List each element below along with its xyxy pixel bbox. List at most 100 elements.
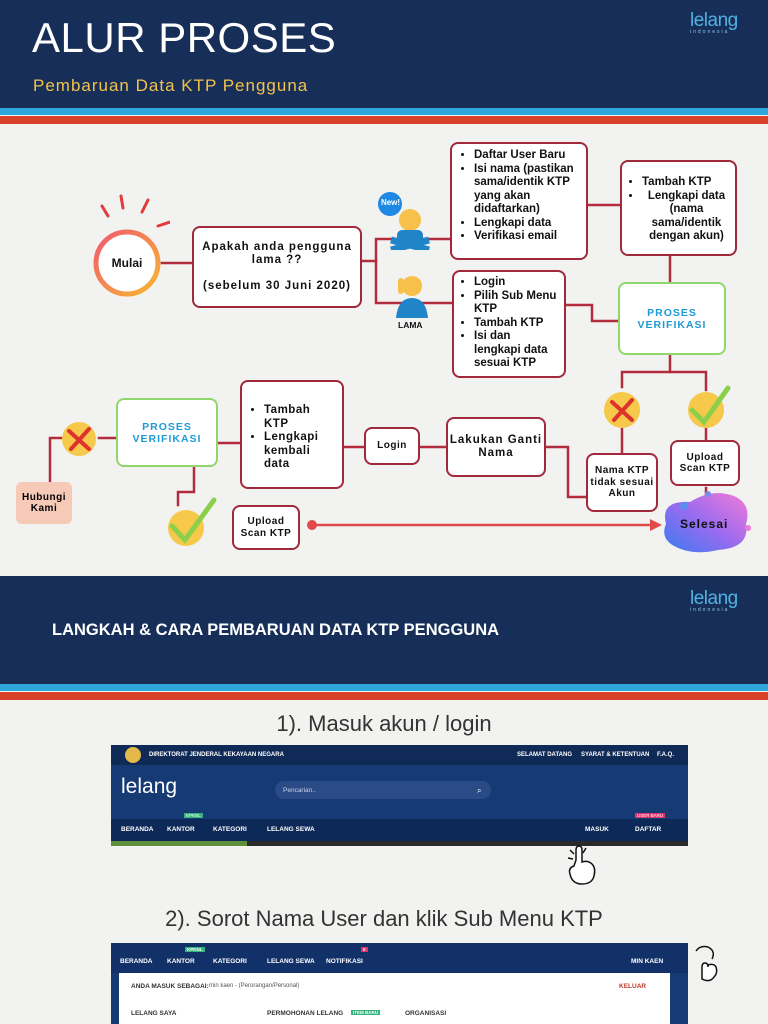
shot2-nav-item[interactable]: LELANG SEWA <box>267 958 315 965</box>
screenshot-ktp-menu: BERANDA KANTOR KATEGORI LELANG SEWA NOTI… <box>111 943 688 1024</box>
logo-subtext: indonesia <box>690 29 730 35</box>
shot1-bottom-strip <box>111 841 247 846</box>
shot1-daftar-button[interactable]: DAFTAR <box>635 826 662 833</box>
shot1-nav-item[interactable]: BERANDA <box>121 826 154 833</box>
question-text: Apakah anda pengguna lama ?? <box>202 240 352 267</box>
shot2-login-as-label: ANDA MASUK SEBAGAI: <box>131 983 209 990</box>
shot1-badge-daftar: USER BARU <box>635 813 666 818</box>
shot1-nav: BERANDA KANTOR KATEGORI LELANG SEWA MASU… <box>111 819 688 841</box>
finish-blob <box>664 491 751 553</box>
shot2-badge-notif: 0 <box>361 947 368 952</box>
shot1-nav-item[interactable]: KANTOR <box>167 826 195 833</box>
new-badge: New! <box>380 198 401 207</box>
shot1-masuk-button[interactable]: MASUK <box>585 826 609 833</box>
old-step-item: Tambah KTP <box>474 317 560 331</box>
new-user-steps-box: Daftar User Baru Isi nama (pastikan sama… <box>450 142 588 260</box>
upload-box-2: Upload Scan KTP <box>232 505 300 550</box>
shot2-row-item[interactable]: PERMOHONAN LELANG <box>267 1010 344 1017</box>
old-step-item: Isi dan lengkapi data sesuai KTP <box>474 330 560 371</box>
shot2-logout-button[interactable]: KELUAR <box>619 983 647 990</box>
shot1-badge-kantor: KPKNL <box>184 813 203 818</box>
page-title: ALUR PROSES <box>32 14 337 61</box>
new-ktp-step-item: Lengkapi data (nama sama/identik dengan … <box>642 190 731 244</box>
verify-box-1: PROSES VERIFIKASI <box>618 282 726 355</box>
start-label: Mulai <box>111 256 143 270</box>
approve-icon-2 <box>168 497 217 546</box>
shot1-topbar: DIREKTORAT JENDERAL KEKAYAAN NEGARA SELA… <box>111 745 688 765</box>
question-note: (sebelum 30 Juni 2020) <box>203 279 351 292</box>
shot1-logo: lelang <box>121 775 178 798</box>
logo-text: lelang <box>690 10 738 31</box>
contact-label: Hubungi Kami <box>16 482 72 524</box>
step2-heading: 2). Sorot Nama User dan klik Sub Menu KT… <box>165 906 603 931</box>
new-ktp-steps-box: Tambah KTP Lengkapi data (nama sama/iden… <box>620 160 737 256</box>
shot2-badge-kantor: KPKNL <box>185 947 205 952</box>
finish-label: Selesai <box>680 517 729 531</box>
step1-heading: 1). Masuk akun / login <box>276 711 492 736</box>
verify-box-2: PROSES VERIFIKASI <box>116 398 218 467</box>
hand-pointer-icon <box>567 845 596 885</box>
shot1-link[interactable]: SYARAT & KETENTUAN <box>581 752 650 758</box>
question-box: Apakah anda pengguna lama ?? (sebelum 30… <box>192 226 362 308</box>
lelang-logo: lelang indonesia <box>690 10 738 35</box>
shot2-nav-item[interactable]: KANTOR <box>167 958 195 965</box>
new-step-item: Lengkapi data <box>474 217 580 231</box>
shot1-nav-item[interactable]: KATEGORI <box>213 826 247 833</box>
shot2-row-item[interactable]: LELANG SAYA <box>131 1010 177 1017</box>
add-ktp-item: Tambah KTP <box>264 404 338 431</box>
logo-text: lelang <box>690 588 738 609</box>
shot2-login-as-value: min kaen - (Perorangan/Personal) <box>209 983 300 989</box>
shot2-nav-item[interactable]: KATEGORI <box>213 958 247 965</box>
mismatch-box: Nama KTP tidak sesuai Akun <box>586 453 658 512</box>
hand-pointer-icon-2 <box>695 945 718 982</box>
shot1-search-icon[interactable]: ⌕ <box>477 786 482 795</box>
shot1-seal-icon <box>125 747 141 763</box>
reject-icon <box>604 392 640 428</box>
header-banner <box>0 0 768 108</box>
new-step-item: Isi nama (pastikan sama/identik KTP yang… <box>474 163 580 217</box>
section2-stripe-blue <box>0 684 768 691</box>
shot1-link[interactable]: SELAMAT DATANG <box>517 752 572 758</box>
old-step-item: Login <box>474 276 560 290</box>
add-ktp-item: Lengkapi kembali data <box>264 431 338 472</box>
section2-title: LANGKAH & CARA PEMBARUAN DATA KTP PENGGU… <box>52 621 500 639</box>
add-ktp-list: Tambah KTP Lengkapi kembali data <box>248 404 338 472</box>
start-node <box>93 194 170 297</box>
upload-box-1: Upload Scan KTP <box>670 440 740 486</box>
shot1-org: DIREKTORAT JENDERAL KEKAYAAN NEGARA <box>149 752 284 758</box>
old-label: LAMA <box>398 320 423 330</box>
old-user-icon <box>396 276 428 318</box>
shot1-bottom-dark <box>247 841 688 846</box>
add-ktp-box: Tambah KTP Lengkapi kembali data <box>240 380 344 489</box>
header-stripe-red <box>0 116 768 124</box>
shot1-search-input[interactable]: Pencarian.. <box>275 781 491 799</box>
page-subtitle: Pembaruan Data KTP Pengguna <box>33 76 309 95</box>
old-user-steps-box: Login Pilih Sub Menu KTP Tambah KTP Isi … <box>452 270 566 378</box>
shot2-row-item[interactable]: ORGANISASI <box>405 1010 447 1017</box>
header-stripe-blue <box>0 108 768 115</box>
new-step-item: Verifikasi email <box>474 230 580 244</box>
shot2-user-menu[interactable]: MIN KAEN <box>631 958 664 965</box>
old-user-steps-list: Login Pilih Sub Menu KTP Tambah KTP Isi … <box>458 276 560 371</box>
reject-icon-2 <box>62 422 96 456</box>
shot2-row-badge: ITEM BARU <box>351 1010 380 1015</box>
new-step-item: Daftar User Baru <box>474 149 580 163</box>
new-ktp-step-item: Tambah KTP <box>642 176 731 190</box>
logo-subtext: indonesia <box>690 607 730 613</box>
lelang-logo-2: lelang indonesia <box>690 588 738 613</box>
login-box: Login <box>364 427 420 465</box>
shot1-nav-item[interactable]: LELANG SEWA <box>267 826 315 833</box>
shot2-panel: ANDA MASUK SEBAGAI: min kaen - (Perorang… <box>119 973 670 1024</box>
new-ktp-steps-list: Tambah KTP Lengkapi data (nama sama/iden… <box>626 176 731 244</box>
shot2-nav-item[interactable]: BERANDA <box>120 958 153 965</box>
shot2-nav-item[interactable]: NOTIFIKASI <box>326 958 363 965</box>
screenshot-login: DIREKTORAT JENDERAL KEKAYAAN NEGARA SELA… <box>111 745 688 846</box>
shot1-link[interactable]: F.A.Q. <box>657 752 675 758</box>
new-user-icon <box>378 192 430 250</box>
section2-stripe-red <box>0 692 768 700</box>
approve-icon <box>688 385 731 428</box>
change-name-box: Lakukan Ganti Nama <box>446 417 546 477</box>
shot2-nav: BERANDA KANTOR KATEGORI LELANG SEWA NOTI… <box>111 943 688 973</box>
new-user-steps-list: Daftar User Baru Isi nama (pastikan sama… <box>458 149 580 244</box>
